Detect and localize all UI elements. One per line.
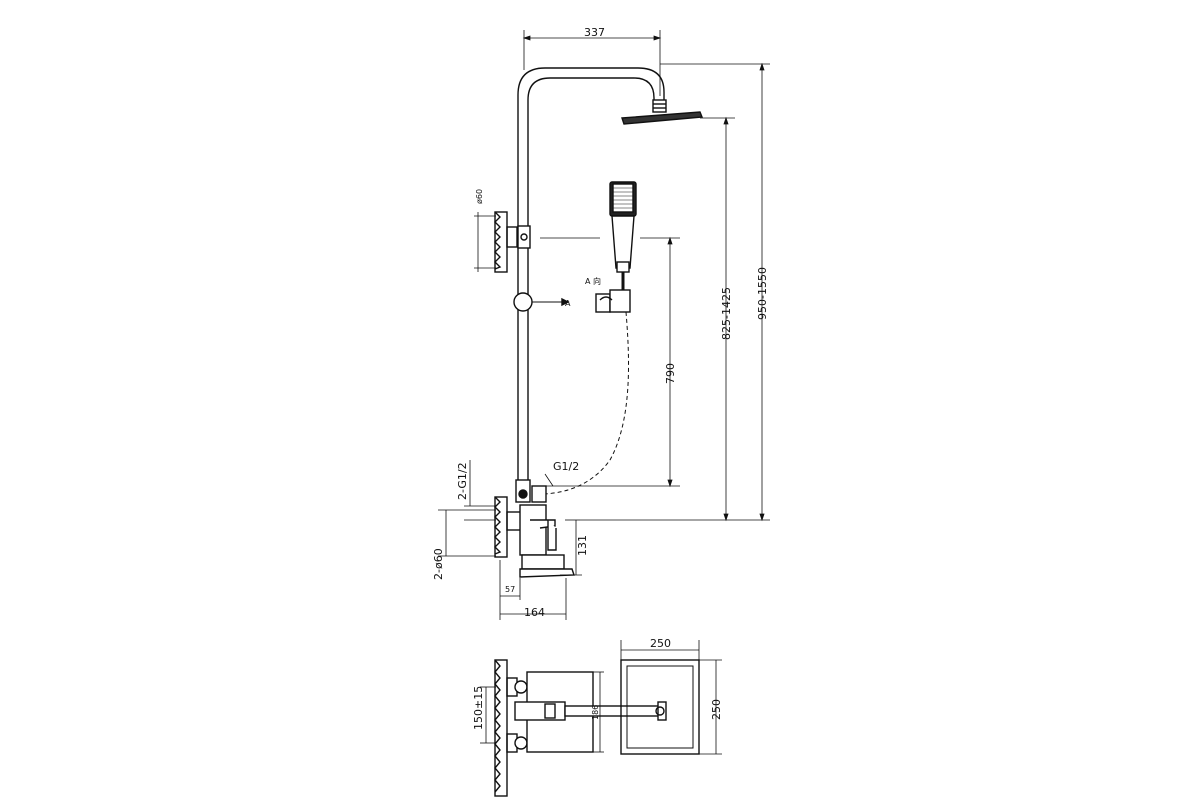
head-plan-dimensions [620,640,722,755]
plan-dimensions [480,671,604,753]
dim-inlet-thread: 2-G1/2 [456,462,469,500]
wall-bracket-top [494,211,531,273]
dim-spout-offset: 57 [505,585,515,594]
dim-flange-bottom: 2-ø60 [432,548,445,580]
plan-view [494,659,667,797]
dim-head-reach: 337 [584,26,605,39]
front-dimensions [438,30,770,620]
dim-overall-height: 950-1550 [756,267,769,320]
dim-spout-height: 131 [576,535,589,556]
front-view [494,67,703,578]
dim-mixer-depth: 186 [591,705,600,720]
label-a-view: A 向 [585,276,601,286]
dim-head-width: 250 [650,637,671,650]
rain-shower-head [621,99,703,125]
hand-shower-holder [595,289,631,313]
shower-arm [517,67,665,480]
dim-holder-height: 790 [664,363,677,384]
dim-head-depth: 250 [710,699,723,720]
dim-outlet-thread: G1/2 [553,460,579,473]
shower-head-plan [620,659,700,755]
mixer-valve [494,496,575,578]
dim-head-height: 825-1425 [720,287,733,340]
hose-outlet [515,479,547,503]
dim-centers: 150±15 [472,686,485,730]
hand-shower [609,181,637,290]
slider-knob [513,292,533,312]
dim-flange-top: ø60 [475,189,484,204]
label-a-arrow: A [565,299,571,308]
dim-spout-reach: 164 [524,606,545,619]
